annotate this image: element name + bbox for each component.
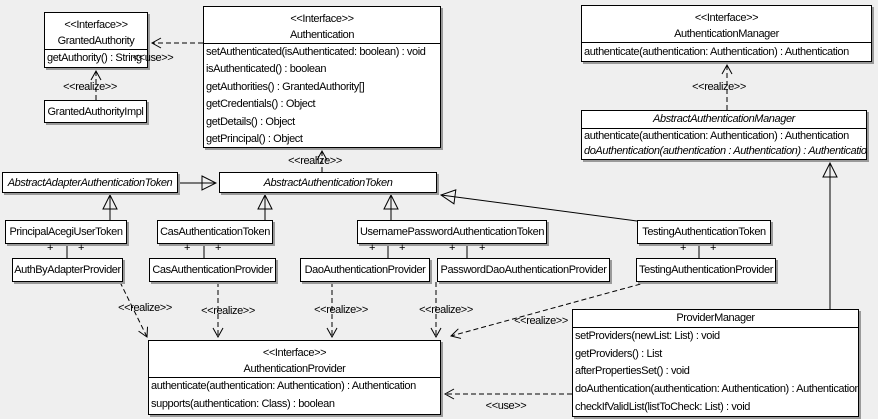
- class-name: ProviderManager: [676, 312, 755, 324]
- class-name: AbstractAuthenticationManager: [653, 113, 795, 125]
- multiplicity-plus: +: [77, 242, 85, 254]
- multiplicity-plus: +: [46, 242, 54, 254]
- label-realize-authentication: <<realize>>: [288, 155, 342, 167]
- class-box-grantedauthority: <<Interface>> GrantedAuthority getAuthor…: [44, 12, 148, 68]
- class-title: ProviderManager: [573, 310, 858, 328]
- class-name: CasAuthenticationToken: [160, 226, 270, 238]
- class-box-usernamepasswordauthenticationtoken: UsernamePasswordAuthenticationToken: [357, 220, 547, 244]
- class-name: AbstractAuthenticationToken: [263, 176, 393, 189]
- class-name: AuthenticationProvider: [243, 363, 346, 375]
- multiplicity-plus: +: [709, 242, 717, 254]
- label-realize-grantedauthority: <<realize>>: [63, 81, 117, 93]
- class-method: getAuthority() : String: [47, 52, 142, 64]
- class-title: <<Interface>> Authentication: [204, 7, 440, 44]
- label-use-authenticationprovider: <<use>>: [485, 400, 527, 412]
- class-name: PrincipalAcegiUserToken: [9, 226, 123, 238]
- label-realize-authenticationmanager: <<realize>>: [692, 81, 746, 93]
- class-box-casauthenticationprovider: CasAuthenticationProvider: [149, 258, 276, 282]
- class-box-abstractauthenticationtoken: AbstractAuthenticationToken: [219, 172, 437, 193]
- edge-testingprovider-realize-authenticationprovider: [450, 281, 649, 339]
- dependency-edges: [90, 37, 733, 400]
- class-method: afterPropertiesSet() : void: [575, 365, 690, 378]
- class-name: DaoAuthenticationProvider: [304, 264, 426, 276]
- generalization-edges: [110, 163, 830, 309]
- class-method: doAuthentication(authentication: Authent…: [575, 383, 859, 396]
- class-box-grantedauthorityimpl: GrantedAuthorityImpl: [44, 100, 147, 123]
- class-method: checkIfValidList(listToCheck: List) : vo…: [575, 400, 750, 413]
- class-method: isAuthenticated() : boolean: [206, 63, 327, 76]
- class-stereotype: <<Interface>>: [290, 13, 354, 25]
- multiplicity-plus: +: [398, 242, 406, 254]
- class-method: getProviders() : List: [575, 347, 662, 360]
- class-method: setProviders(newList: List) : void: [575, 330, 720, 342]
- class-title: <<Interface>> AuthenticationManager: [582, 6, 871, 43]
- class-box-providermanager: ProviderManager setProviders(newList: Li…: [572, 309, 859, 417]
- class-name: Authentication: [289, 29, 355, 41]
- edge-authbyadapter-realize-authenticationprovider: [119, 281, 149, 338]
- class-box-testingauthenticationprovider: TestingAuthenticationProvider: [636, 258, 776, 282]
- class-stereotype: <<Interface>>: [262, 347, 327, 359]
- class-method: getDetails() : Object: [206, 115, 295, 128]
- class-name: CasAuthenticationProvider: [152, 264, 273, 276]
- class-box-casauthenticationtoken: CasAuthenticationToken: [157, 220, 273, 244]
- class-method: authenticate(authentication: Authenticat…: [584, 46, 849, 58]
- class-method: getCredentials() : Object: [206, 98, 316, 111]
- class-method: getPrincipal() : Object: [206, 133, 303, 146]
- multiplicity-plus: +: [183, 242, 191, 254]
- class-box-abstractadapterauthenticationtoken: AbstractAdapterAuthenticationToken: [2, 172, 178, 193]
- class-title: <<Interface>> AuthenticationProvider: [149, 341, 440, 378]
- class-box-authentication: <<Interface>> Authentication setAuthenti…: [203, 6, 441, 148]
- multiplicity-plus: +: [679, 242, 687, 254]
- class-box-daoauthenticationprovider: DaoAuthenticationProvider: [300, 258, 430, 282]
- label-realize-passworddao: <<realize>>: [419, 304, 473, 316]
- class-method: setAuthenticated(isAuthenticated: boolea…: [206, 46, 426, 58]
- class-box-abstractauthenticationmanager: AbstractAuthenticationManager authentica…: [581, 110, 867, 160]
- class-method: getAuthorities() : GrantedAuthority[]: [206, 80, 365, 93]
- class-stereotype: <<Interface>>: [64, 19, 128, 31]
- class-name: AuthenticationManager: [674, 28, 779, 40]
- class-name: UsernamePasswordAuthenticationToken: [359, 226, 545, 238]
- class-name: AbstractAdapterAuthenticationToken: [7, 176, 173, 189]
- multiplicity-plus: +: [478, 242, 486, 254]
- multiplicity-plus: +: [368, 242, 376, 254]
- class-box-principalacegiusertoken: PrincipalAcegiUserToken: [5, 220, 127, 244]
- edge-testing-token-generalization: [441, 195, 638, 222]
- class-title: <<Interface>> GrantedAuthority: [45, 13, 147, 50]
- class-stereotype: <<Interface>>: [694, 12, 759, 24]
- class-box-passworddaoauthenticationprovider: PasswordDaoAuthenticationProvider: [437, 258, 610, 282]
- label-realize-testing: <<realize>>: [514, 315, 568, 327]
- multiplicity-plus: +: [448, 242, 456, 254]
- class-name: GrantedAuthority: [57, 35, 135, 47]
- class-name: GrantedAuthorityImpl: [47, 105, 144, 118]
- class-box-authenticationmanager: <<Interface>> AuthenticationManager auth…: [581, 5, 872, 62]
- class-method: doAuthentication(authentication : Authen…: [584, 145, 867, 158]
- class-name: TestingAuthenticationProvider: [639, 264, 773, 276]
- class-title: AbstractAuthenticationManager: [582, 111, 866, 129]
- class-name: TestingAuthenticationToken: [642, 226, 766, 238]
- class-box-authenticationprovider: <<Interface>> AuthenticationProvider aut…: [148, 340, 441, 415]
- label-realize-cas: <<realize>>: [201, 305, 255, 317]
- class-box-authbyadapterprovider: AuthByAdapterProvider: [12, 258, 123, 282]
- class-method: supports(authentication: Class) : boolea…: [151, 397, 335, 410]
- class-name: PasswordDaoAuthenticationProvider: [440, 264, 607, 276]
- class-name: AuthByAdapterProvider: [14, 264, 121, 276]
- label-use-grantedauthority: <<use>>: [132, 52, 174, 64]
- label-realize-dao: <<realize>>: [314, 304, 368, 316]
- class-box-testingauthenticationtoken: TestingAuthenticationToken: [637, 220, 771, 244]
- class-method: authenticate(authentication: Authenticat…: [584, 130, 849, 142]
- class-method: authenticate(authentication: Authenticat…: [151, 380, 416, 392]
- association-edges: [66, 244, 700, 258]
- multiplicity-plus: +: [214, 242, 222, 254]
- label-realize-authbyadapter: <<realize>>: [118, 302, 172, 314]
